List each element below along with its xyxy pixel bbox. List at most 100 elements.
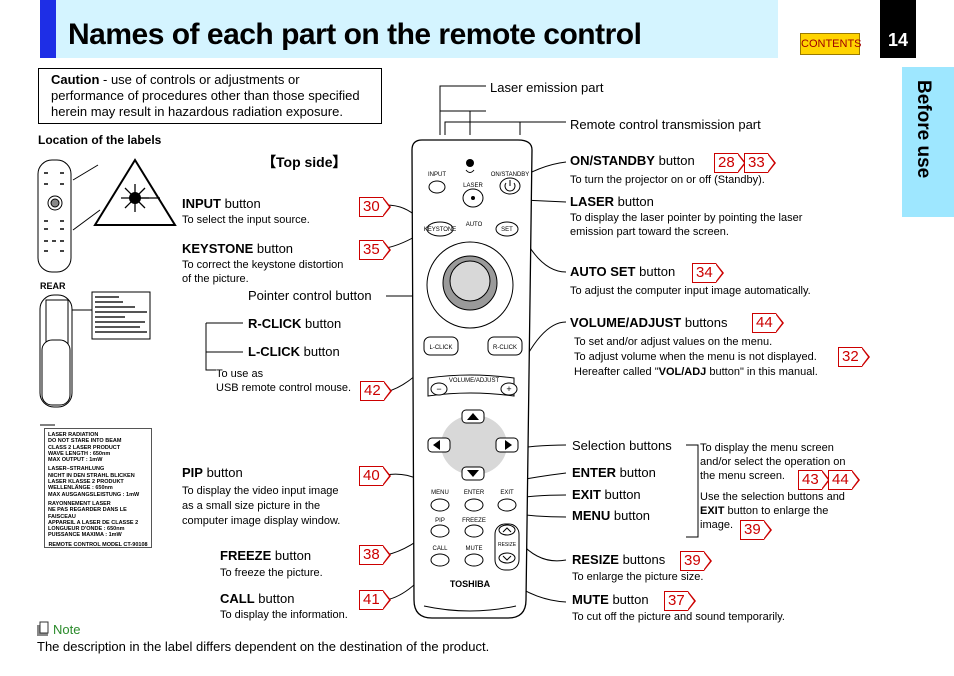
remote-label-plus: + — [506, 384, 511, 394]
volume-desc-2: To adjust volume when the menu is not di… — [574, 351, 817, 363]
remote-label-pip: PIP — [435, 518, 445, 524]
selection-buttons-label: Selection buttons — [572, 438, 672, 453]
onstandby-suffix: button — [654, 153, 695, 168]
page-ref-38[interactable]: 38 — [359, 545, 391, 565]
input-button-label: INPUT button — [182, 196, 261, 211]
volume-desc-1: To set and/or adjust values on the menu. — [574, 336, 773, 348]
laser-warning-sign — [93, 158, 177, 226]
remote-brand: TOSHIBA — [450, 579, 491, 589]
warning-line: MAX OUTPUT : 1mW — [48, 457, 103, 464]
keystone-button-label: KEYSTONE button — [182, 241, 293, 256]
autoset-name: AUTO SET — [570, 264, 636, 279]
remote-label-laser: LASER — [463, 183, 483, 189]
page-ref-39[interactable]: 39 — [740, 520, 772, 540]
freeze-desc: To freeze the picture. — [220, 567, 323, 579]
side-tab-label: Before use — [913, 80, 934, 179]
remote-label-volume: VOLUME/ADJUST — [449, 378, 500, 384]
page-ref-39b[interactable]: 39 — [680, 551, 712, 571]
enter-suffix: button — [616, 465, 656, 480]
resize-name: RESIZE — [572, 552, 619, 567]
warning-line: LASER KLASSE 2 PRODUKT — [48, 479, 124, 486]
keystone-desc-1: To correct the keystone distortion — [182, 259, 344, 271]
usb-note-1: To use as — [216, 368, 264, 380]
remote-transmission-label: Remote control transmission part — [570, 117, 761, 132]
pip-name: PIP — [182, 465, 203, 480]
pip-desc-3: computer image display window. — [182, 515, 341, 527]
remote-label-lclick: L-CLICK — [429, 345, 452, 351]
call-button-label: CALL button — [220, 591, 294, 606]
pip-button-label: PIP button — [182, 465, 243, 480]
page-ref-44[interactable]: 44 — [752, 313, 784, 333]
freeze-suffix: button — [271, 548, 312, 563]
page-ref-28[interactable]: 28 — [714, 153, 746, 173]
selection-desc-5a: EXIT — [700, 505, 725, 517]
input-suffix: button — [221, 196, 261, 211]
remote-label-rclick: R-CLICK — [493, 345, 517, 351]
usb-note-2: USB remote control mouse. — [216, 382, 352, 394]
page-number: 14 — [880, 0, 916, 58]
warning-line: LASER RADIATION — [48, 432, 99, 438]
onstandby-name: ON/STANDBY — [570, 153, 655, 168]
remote-label-call: CALL — [432, 546, 448, 552]
keystone-name: KEYSTONE — [182, 241, 254, 256]
selection-desc-1: To display the menu screen — [700, 442, 834, 454]
warning-line: MAX AUSGANGSLEISTUNG : 1mW — [48, 491, 140, 498]
warning-line: DO NOT STARE INTO BEAM — [48, 438, 122, 445]
header-accent-bar — [40, 0, 56, 58]
remote-label-onstandby: ON/STANDBY — [491, 172, 530, 178]
page-ref-30[interactable]: 30 — [359, 197, 391, 217]
remote-label-enter: ENTER — [464, 490, 485, 496]
rear-label-box — [72, 291, 151, 340]
page-ref-44b[interactable]: 44 — [828, 470, 860, 490]
resize-buttons-label: RESIZE buttons — [572, 552, 665, 567]
exit-button-label: EXIT button — [572, 487, 641, 502]
exit-name: EXIT — [572, 487, 601, 502]
autoset-button-label: AUTO SET button — [570, 264, 675, 279]
pip-desc-2: as a small size picture in the — [182, 500, 321, 512]
remote-label-freeze: FREEZE — [462, 518, 486, 524]
contents-button[interactable]: CONTENTS — [800, 33, 862, 55]
page-ref-34[interactable]: 34 — [692, 263, 724, 283]
selection-desc-4: Use the selection buttons and — [700, 491, 845, 503]
remote-label-auto: AUTO — [466, 222, 483, 228]
page-ref-41[interactable]: 41 — [359, 590, 391, 610]
page-ref-33[interactable]: 33 — [744, 153, 776, 173]
menu-name: MENU — [572, 508, 611, 523]
page-ref-42[interactable]: 42 — [360, 381, 392, 401]
warning-line: NICHT IN DEN STRAHL BLICKEN — [48, 472, 135, 479]
caution-text: - use of controls or adjustments or perf… — [51, 72, 360, 119]
rear-label: REAR — [40, 281, 66, 291]
volume-desc-3b: VOL/ADJ — [658, 366, 707, 378]
note-heading: Note — [53, 622, 81, 637]
volume-button-label: VOLUME/ADJUST buttons — [570, 315, 728, 330]
exit-suffix: button — [600, 487, 641, 502]
caution-box: Caution - use of controls or adjustments… — [38, 68, 382, 124]
rclick-button-label: R-CLICK button — [248, 316, 341, 331]
laser-warning-label: LASER RADIATION DO NOT STARE INTO BEAM C… — [44, 428, 152, 548]
lclick-name: L-CLICK — [248, 344, 300, 359]
page-ref-43[interactable]: 43 — [798, 470, 830, 490]
warning-line: LASER–STRAHLUNG — [48, 466, 105, 473]
menu-suffix: button — [610, 508, 651, 523]
rclick-name: R-CLICK — [248, 316, 302, 331]
call-suffix: button — [254, 591, 295, 606]
mute-desc: To cut off the picture and sound tempora… — [572, 611, 785, 623]
keystone-suffix: button — [253, 241, 294, 256]
autoset-suffix: button — [635, 264, 676, 279]
note-text: The description in the label differs dep… — [37, 639, 490, 654]
side-tab[interactable] — [902, 67, 954, 217]
page-ref-40[interactable]: 40 — [359, 466, 391, 486]
laser-button-label: LASER button — [570, 194, 654, 209]
remote-label-input: INPUT — [428, 172, 446, 178]
remote-label-keystone: KEYSTONE — [424, 227, 457, 233]
warning-line: RAYONNEMENT LASER — [48, 500, 111, 507]
onstandby-button-label: ON/STANDBY button — [570, 153, 695, 168]
page-ref-32[interactable]: 32 — [838, 347, 870, 367]
page-ref-37[interactable]: 37 — [664, 591, 696, 611]
pointer-control-label: Pointer control button — [248, 288, 372, 303]
resize-desc: To enlarge the picture size. — [572, 571, 704, 583]
page-ref-35[interactable]: 35 — [359, 240, 391, 260]
warning-line: WAVE LENGTH : 650nm — [48, 450, 111, 457]
note-icon — [37, 621, 49, 636]
pip-suffix: button — [202, 465, 243, 480]
